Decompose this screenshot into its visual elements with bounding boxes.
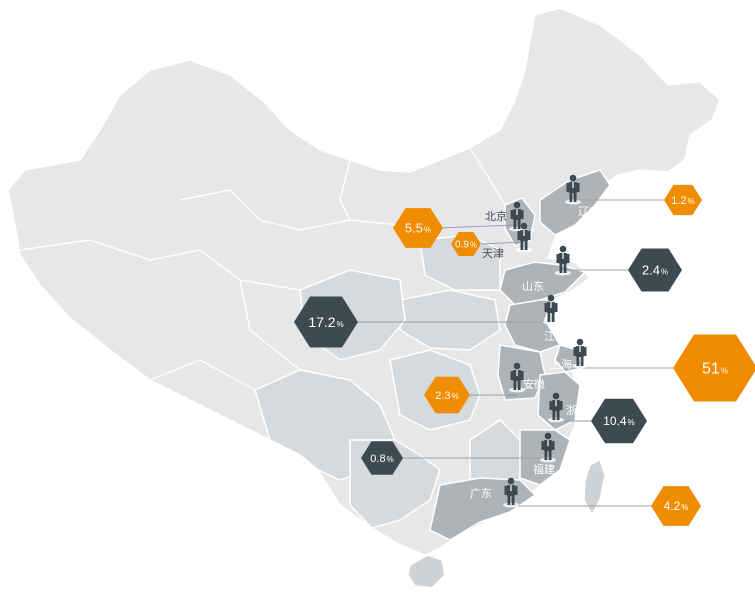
svg-text:1.2%: 1.2% <box>671 195 694 207</box>
taiwan-island <box>583 458 606 517</box>
value-badge: 0.8% <box>361 441 403 475</box>
badge-percent: % <box>688 197 695 206</box>
value-badge: 10.4% <box>591 398 647 444</box>
badge-value: 4.2 <box>664 499 681 513</box>
badge-value: 2.3 <box>435 390 450 402</box>
badge-percent: % <box>387 455 394 464</box>
value-badge: 17.2% <box>294 296 358 348</box>
person-marker-icon <box>565 174 581 205</box>
person-marker-icon <box>572 338 588 369</box>
badge-percent: % <box>452 392 459 401</box>
value-badge: 0.9% <box>451 232 481 256</box>
province-label: 北京 <box>485 209 507 223</box>
person-marker-icon <box>540 432 556 463</box>
badge-value: 5.5 <box>405 221 423 236</box>
person-marker-icon <box>516 222 532 253</box>
badge-percent: % <box>681 503 688 512</box>
person-marker-icon <box>543 294 559 325</box>
province-label: 天津 <box>482 247 504 260</box>
svg-text:2.3%: 2.3% <box>435 390 458 402</box>
person-marker-icon <box>509 362 525 393</box>
badge-value: 0.9 <box>455 240 469 251</box>
svg-text:10.4%: 10.4% <box>603 414 634 428</box>
badge-value: 17.2 <box>308 314 335 330</box>
badge-percent: % <box>424 226 431 235</box>
province-label: 安徽 <box>523 377 545 391</box>
province-label: 辽宁 <box>578 204 600 218</box>
badge-value: 2.4 <box>642 263 660 278</box>
value-badge: 51% <box>673 334 755 402</box>
value-badge: 2.3% <box>424 376 470 414</box>
person-marker-icon <box>509 201 525 232</box>
province-label: 广东 <box>470 487 492 500</box>
province-label: 上海 <box>550 357 572 371</box>
svg-text:51%: 51% <box>702 361 728 378</box>
svg-text:2.4%: 2.4% <box>642 263 668 278</box>
person-marker-icon <box>503 477 519 508</box>
svg-text:0.8%: 0.8% <box>370 453 393 465</box>
hainan-island <box>407 554 446 589</box>
value-badge: 1.2% <box>664 184 702 216</box>
province-label: 福建 <box>533 462 555 476</box>
svg-text:4.2%: 4.2% <box>664 499 689 513</box>
svg-text:17.2%: 17.2% <box>308 314 343 330</box>
badge-percent: % <box>661 268 668 277</box>
province-label: 山东 <box>522 280 544 293</box>
badge-percent: % <box>628 418 635 427</box>
leader-lines <box>355 199 676 507</box>
value-badges: 5.5%0.9%1.2%2.4%17.2%51%2.3%10.4%0.8%4.2… <box>294 184 755 526</box>
badge-value: 10.4 <box>603 414 627 428</box>
person-markers <box>503 174 588 508</box>
person-marker-icon <box>555 245 571 276</box>
value-badge: 5.5% <box>393 208 443 248</box>
province-label: 浙江 <box>566 404 588 417</box>
svg-text:5.5%: 5.5% <box>405 221 431 236</box>
province-label: 江苏 <box>544 330 566 343</box>
value-badge: 4.2% <box>651 486 701 526</box>
badge-percent: % <box>337 320 344 329</box>
badge-percent: % <box>721 367 728 376</box>
person-marker-icon <box>548 392 564 423</box>
badge-value: 51 <box>702 361 720 378</box>
svg-text:0.9%: 0.9% <box>455 240 477 251</box>
value-badge: 2.4% <box>628 248 682 292</box>
badge-value: 0.8 <box>370 453 385 465</box>
badge-percent: % <box>470 241 477 250</box>
badge-value: 1.2 <box>671 195 686 207</box>
